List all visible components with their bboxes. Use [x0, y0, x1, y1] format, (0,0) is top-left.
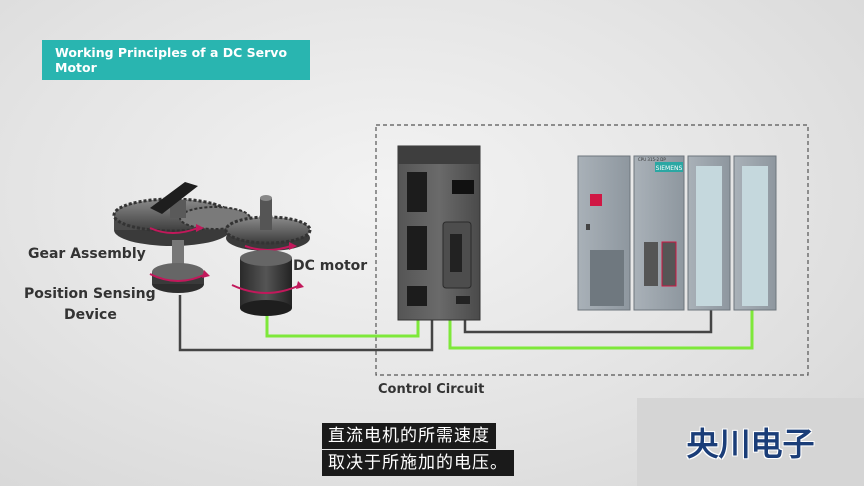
signal-wire-plc	[448, 310, 754, 350]
signal-wire-motor	[265, 310, 420, 338]
control-circuit-label: Control Circuit	[378, 382, 485, 397]
subtitle-line-2: 取决于所施加的电压。	[322, 450, 514, 476]
gear-assembly	[112, 182, 312, 251]
plc-cpu-label: CPU 315-2 DP	[638, 157, 666, 162]
dc-motor-label: DC motor	[293, 258, 368, 274]
watermark-logo: 央川电子	[637, 398, 864, 486]
subtitle-line-1: 直流电机的所需速度	[322, 423, 496, 449]
diagram-title: Working Principles of a DC Servo Motor	[55, 45, 288, 75]
power-wire-sensor	[178, 295, 434, 352]
plc-rack: SIEMENS CPU 315-2 DP	[577, 155, 777, 311]
gear-assembly-label: Gear Assembly	[28, 246, 146, 262]
watermark-text: 央川电子	[686, 425, 815, 463]
power-wire-plc	[463, 310, 713, 334]
dc-motor	[231, 250, 304, 316]
position-sensing-label: Position Sensing	[24, 286, 156, 302]
diagram-title-banner: Working Principles of a DC Servo Motor	[42, 40, 310, 80]
wires	[178, 295, 754, 352]
position-sensor	[149, 240, 210, 293]
plc-brand: SIEMENS	[656, 165, 683, 172]
device-label: Device	[64, 307, 117, 323]
servo-drive	[397, 145, 481, 321]
control-circuit-boundary	[375, 124, 809, 376]
